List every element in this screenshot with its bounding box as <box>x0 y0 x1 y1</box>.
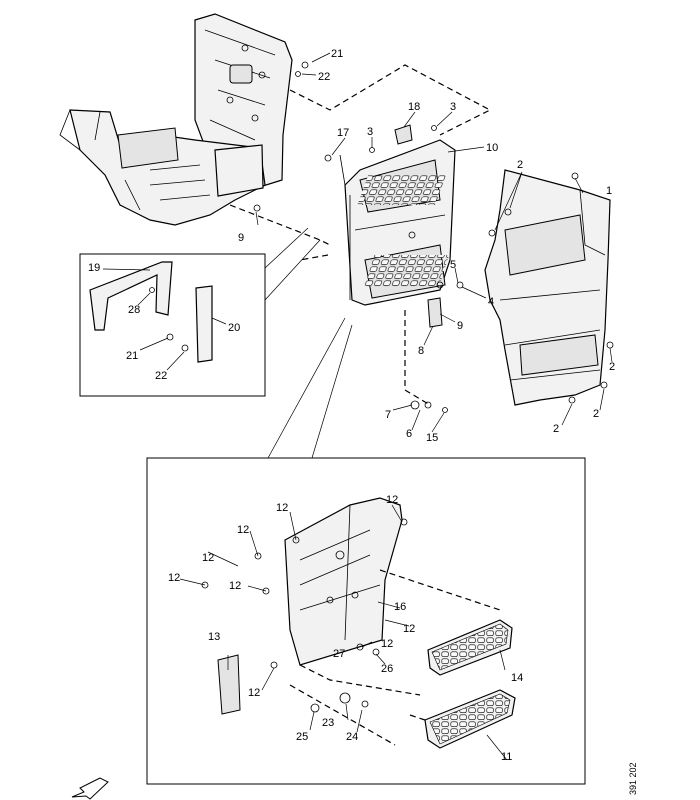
cab-bracket-assembly <box>59 13 293 226</box>
callout-10: 10 <box>486 142 498 154</box>
callout-24: 24 <box>346 731 358 743</box>
callout-9: 9 <box>457 320 463 332</box>
detail-inset-bracket <box>79 227 321 397</box>
callout-2: 2 <box>593 408 599 420</box>
callout-labels: 1 2 2 2 2 3 3 4 5 6 7 8 9 9 10 11 12 12 … <box>88 48 615 763</box>
callout-12: 12 <box>168 572 180 584</box>
callout-12: 12 <box>276 502 288 514</box>
callout-12: 12 <box>381 638 393 650</box>
callout-17: 17 <box>337 127 349 139</box>
drawing-reference-number: 391 202 <box>628 762 638 795</box>
callout-15: 15 <box>426 432 438 444</box>
callout-20: 20 <box>228 322 240 334</box>
callout-12: 12 <box>229 580 241 592</box>
callout-12: 12 <box>386 494 398 506</box>
callout-26: 26 <box>381 663 393 675</box>
callout-19: 19 <box>88 262 100 274</box>
callout-23: 23 <box>322 717 334 729</box>
callout-22: 22 <box>318 71 330 83</box>
callout-11: 11 <box>501 751 512 763</box>
callout-9: 9 <box>238 232 244 244</box>
callout-22: 22 <box>155 370 167 382</box>
callout-4: 4 <box>488 296 494 308</box>
hardware-upper <box>253 61 614 413</box>
callout-5: 5 <box>450 259 456 271</box>
callout-12: 12 <box>248 687 260 699</box>
leader-lines <box>102 52 613 761</box>
direction-arrow-icon <box>71 777 109 800</box>
callout-18: 18 <box>408 101 420 113</box>
callout-27: 27 <box>333 648 345 660</box>
callout-16: 16 <box>394 601 406 613</box>
callout-12: 12 <box>403 623 415 635</box>
callout-28: 28 <box>128 304 140 316</box>
step-cover-part-1 <box>484 169 611 406</box>
callout-3: 3 <box>450 101 456 113</box>
callout-21: 21 <box>126 350 138 362</box>
callout-1: 1 <box>606 185 612 197</box>
callout-12: 12 <box>202 552 214 564</box>
callout-14: 14 <box>511 672 523 684</box>
detail-box-lower <box>146 317 586 785</box>
callout-2: 2 <box>553 423 559 435</box>
callout-25: 25 <box>296 731 308 743</box>
callout-7: 7 <box>385 409 391 421</box>
callout-3: 3 <box>367 126 373 138</box>
callout-2: 2 <box>609 361 615 373</box>
callout-2: 2 <box>517 159 523 171</box>
callout-6: 6 <box>406 428 412 440</box>
assembly-dashed-lines-upper <box>229 64 492 406</box>
step-assembly-main <box>344 139 456 306</box>
callout-12: 12 <box>237 524 249 536</box>
callout-21: 21 <box>331 48 343 60</box>
callout-13: 13 <box>208 631 220 643</box>
callout-8: 8 <box>418 345 424 357</box>
